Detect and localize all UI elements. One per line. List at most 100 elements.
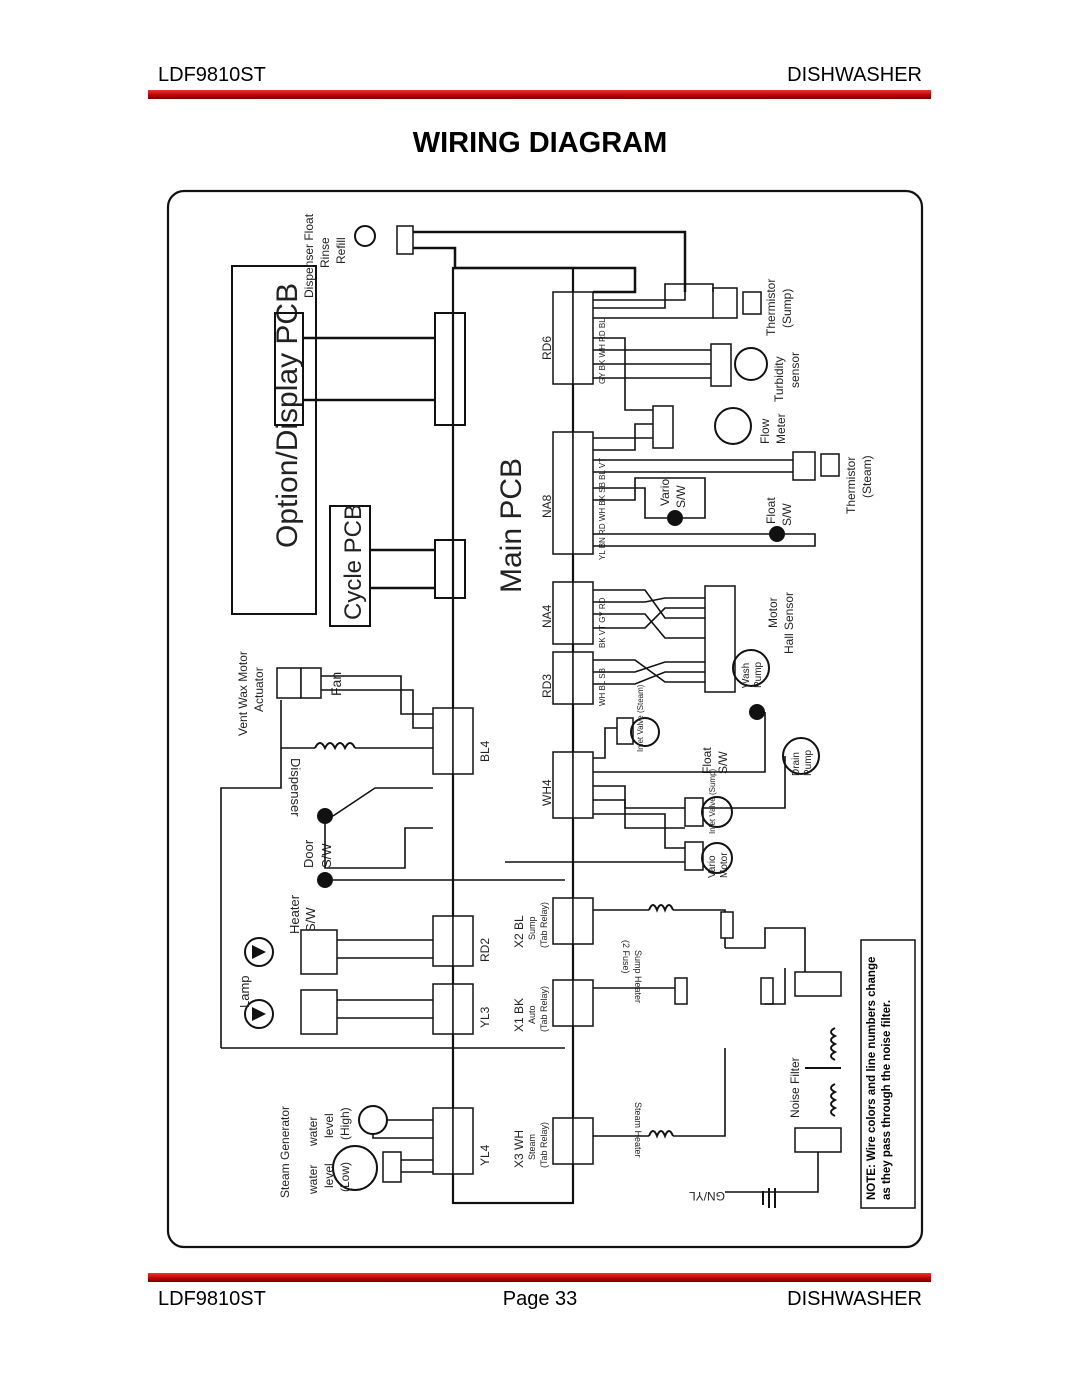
wash-pump-sub: Pump bbox=[753, 661, 764, 688]
vent-wax-motor: Vent Wax Motor Actuator Fan bbox=[236, 651, 344, 736]
float-switch: Float S/W bbox=[764, 497, 794, 542]
thermistor-sump: Thermistor (Sump) bbox=[712, 279, 794, 336]
steam-generator-label: Steam Generator bbox=[278, 1106, 292, 1198]
bl4-label: BL4 bbox=[478, 740, 492, 762]
door-switch: Door S/W bbox=[301, 808, 334, 868]
flow-meter: Flow Meter bbox=[652, 405, 788, 449]
sump-heater-label: Sump Heater bbox=[633, 950, 643, 1003]
header-model: LDF9810ST bbox=[158, 64, 266, 86]
ground-symbol: GN/YL bbox=[689, 1188, 776, 1208]
vent-wax-motor-label: Vent Wax Motor bbox=[236, 651, 250, 736]
header-product: DISHWASHER bbox=[787, 64, 922, 86]
rd3-wire-codes: WH BL SB bbox=[598, 668, 607, 706]
footer-page-number: Page 33 bbox=[502, 1288, 578, 1310]
dispenser-label: Dispenser bbox=[288, 758, 303, 817]
dispenser: Dispenser bbox=[288, 742, 356, 817]
rinse-label: Rinse bbox=[318, 237, 332, 268]
vario-switch: Vario S/W bbox=[658, 479, 688, 526]
option-display-pcb-label: Option/Display PCB bbox=[271, 283, 304, 548]
inlet-valve-sump-label: Inlet Valve (Sump) bbox=[708, 768, 717, 834]
thermistor-steam: Thermistor (Steam) bbox=[792, 451, 874, 514]
float-sw-b-label: Float bbox=[700, 747, 714, 774]
thermistor-steam-sub: (Steam) bbox=[860, 455, 874, 498]
float-sw-label: Float bbox=[764, 497, 778, 524]
connector-yl3: YL3 bbox=[432, 983, 492, 1035]
motor-hall-sensor: Motor Hall Sensor bbox=[704, 585, 796, 693]
dispenser-float: Dispenser Float Rinse Refill bbox=[302, 213, 414, 298]
vario-sw-sub: S/W bbox=[674, 485, 688, 508]
inlet-valve-steam-label: Inlet Valve (Steam) bbox=[636, 684, 645, 752]
level-high-label: level bbox=[322, 1113, 336, 1138]
wash-pump: Wash Pump bbox=[732, 649, 770, 688]
heater-sw-label: Heater bbox=[287, 894, 302, 934]
actuator-label: Actuator bbox=[252, 667, 266, 712]
na8-label: NA8 bbox=[540, 494, 554, 518]
noise-filter-note: NOTE: Wire colors and line numbers chang… bbox=[866, 956, 893, 1200]
sump-fuse-label: (2 Fuse) bbox=[621, 940, 631, 974]
diagram-frame bbox=[166, 189, 924, 1249]
vario-motor-label: Vario bbox=[707, 855, 718, 878]
connector-wh4: WH4 bbox=[540, 751, 594, 819]
rd6-label: RD6 bbox=[540, 336, 554, 360]
cycle-pcb-label: Cycle PCB bbox=[340, 504, 367, 620]
rd3-label: RD3 bbox=[540, 674, 554, 698]
relay-x1-type: (Tab Relay) bbox=[539, 986, 549, 1032]
hall-sensor-label: Hall Sensor bbox=[782, 592, 796, 654]
relay-x3-label: X3 WH bbox=[512, 1130, 526, 1168]
connector-rd2: RD2 bbox=[432, 915, 492, 967]
cycle-pcb bbox=[329, 505, 371, 627]
motor-label: Motor bbox=[766, 597, 780, 628]
inlet-valve-steam: Inlet Valve (Steam) bbox=[616, 684, 660, 752]
heater-sw-sub: S/W bbox=[303, 907, 318, 932]
lamp-2 bbox=[244, 999, 274, 1029]
noise-filter: Noise Filter bbox=[788, 971, 842, 1153]
header-rule bbox=[148, 90, 931, 99]
connector-rd3: RD3 WH BL SB bbox=[540, 651, 607, 706]
wh4-label: WH4 bbox=[540, 779, 554, 806]
vario-motor-sub: Motor bbox=[719, 852, 730, 878]
noise-filter-label: Noise Filter bbox=[788, 1057, 802, 1118]
relay-x2-sub: Sump bbox=[527, 916, 537, 940]
vario-sw-label: Vario bbox=[658, 479, 672, 506]
page-header: LDF9810ST DISHWASHER bbox=[150, 64, 930, 90]
option-display-pcb bbox=[231, 265, 317, 615]
flow-label: Flow bbox=[758, 418, 772, 444]
relay-x3-sub: Steam bbox=[527, 1134, 537, 1160]
connector-bl4: BL4 bbox=[432, 707, 492, 775]
lamp-label: Lamp bbox=[237, 975, 252, 1008]
level-low-label: level bbox=[322, 1163, 336, 1188]
thermistor-sump-label: Thermistor bbox=[764, 279, 778, 336]
thermistor-sump-sub: (Sump) bbox=[780, 289, 794, 328]
inlet-valve-sump: Inlet Valve (Sump) bbox=[684, 768, 733, 834]
na4-wire-codes: BK VT GY RD bbox=[598, 597, 607, 648]
connector-rd6: RD6 GY BK WH RD BL bbox=[540, 291, 607, 385]
wiring-diagram: Option/Display PCB Cycle PCB Main PCB RD… bbox=[166, 189, 924, 1249]
water-low-label: water bbox=[306, 1165, 320, 1195]
high-label: (High) bbox=[338, 1107, 352, 1140]
footer-rule bbox=[148, 1273, 931, 1282]
page-footer: LDF9810ST Page 33 DISHWASHER bbox=[150, 1288, 930, 1314]
yl3-label: YL3 bbox=[478, 1006, 492, 1028]
connector-na8: NA8 YL BN RD WH BK SB BL VT bbox=[540, 431, 607, 560]
relay-x2-type: (Tab Relay) bbox=[539, 902, 549, 948]
steam-generator: Steam Generator water level (High) water… bbox=[278, 1105, 402, 1198]
cycle-pcb-connector bbox=[434, 539, 466, 599]
wash-pump-label: Wash bbox=[741, 663, 752, 688]
lamp-1 bbox=[244, 937, 274, 967]
refill-label: Refill bbox=[334, 237, 348, 264]
option-pcb-connector-b bbox=[434, 312, 466, 426]
door-sw-sub: S/W bbox=[319, 843, 334, 868]
drain-pump-label: Drain bbox=[791, 752, 802, 776]
relay-x1-sub: Auto bbox=[527, 1005, 537, 1024]
option-pcb-connector-a bbox=[274, 312, 304, 426]
turbidity-sensor: Turbidity sensor bbox=[710, 343, 802, 402]
turbidity-label: Turbidity bbox=[772, 356, 786, 402]
note-box bbox=[860, 939, 916, 1209]
connector-na4: NA4 BK VT GY RD bbox=[540, 581, 607, 648]
page-title: WIRING DIAGRAM bbox=[412, 127, 668, 159]
rd6-wire-codes: GY BK WH RD BL bbox=[598, 318, 607, 384]
drain-pump-sub: Pump bbox=[803, 749, 814, 776]
rd2-label: RD2 bbox=[478, 938, 492, 962]
heater-switch: Heater S/W bbox=[287, 872, 333, 934]
yl4-label: YL4 bbox=[478, 1144, 492, 1166]
